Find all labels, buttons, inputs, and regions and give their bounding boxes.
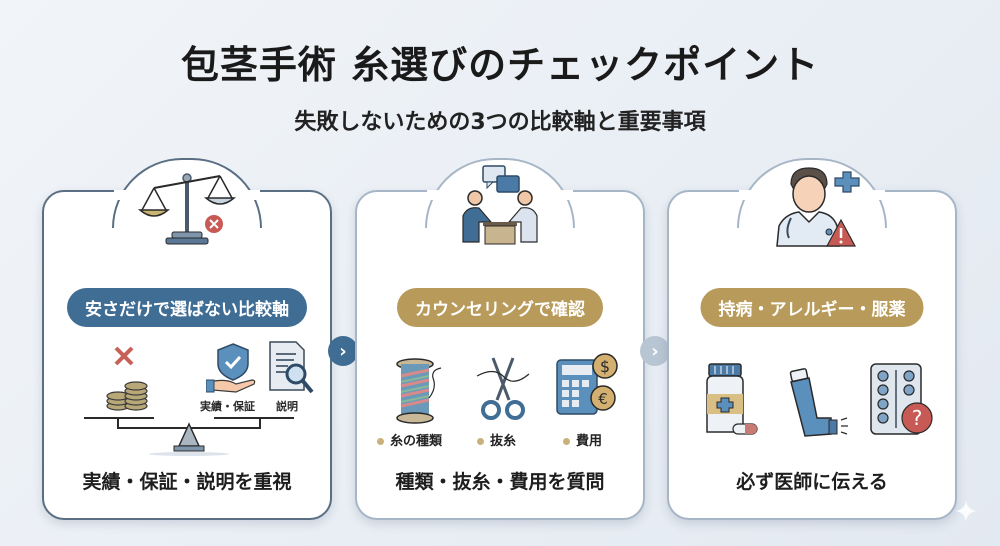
svg-text:$: $: [600, 357, 610, 376]
bullet-dot: [477, 438, 484, 445]
page-subtitle: 失敗しないための3つの比較軸と重要事項: [294, 110, 706, 135]
svg-text:€: €: [598, 390, 608, 408]
counseling-people-icon: [462, 165, 538, 245]
doctor-alert-icon: [776, 167, 860, 247]
balance-scale-with-x-icon: [137, 173, 237, 245]
label-track-record: 実績・保証: [200, 400, 255, 413]
card-summary: 種類・抜糸・費用を質問: [395, 471, 605, 493]
item-label: 糸の種類: [390, 434, 443, 449]
chevron-right-icon: ›: [640, 336, 670, 366]
scissors-thread-icon: [476, 357, 530, 420]
coins-with-x-icon: [106, 346, 148, 411]
card-counseling: カウンセリングで確認 $ € 糸の種類 抜糸 費用 種類・抜糸・: [355, 158, 645, 520]
label-explanation: 説明: [276, 400, 298, 413]
pill-label: 持病・アレルギー・服薬: [700, 288, 924, 327]
seesaw-base-icon: [84, 417, 294, 456]
page-title: 包茎手術 糸選びのチェックポイント: [180, 43, 820, 87]
item-label: 抜糸: [490, 434, 517, 449]
calculator-coins-icon: $ €: [556, 353, 618, 415]
thread-spool-icon: [396, 358, 442, 424]
pill-blister-question-icon: ?: [870, 363, 933, 435]
card-medical-history: 持病・アレルギー・服薬 ? 必ず医師に伝える: [667, 158, 957, 520]
document-magnifier-icon: [269, 341, 314, 394]
item-cost: 費用: [563, 430, 602, 449]
inhaler-icon: [789, 368, 848, 437]
bullet-dot: [377, 438, 384, 445]
item-suture-removal: 抜糸: [477, 430, 516, 449]
card-summary: 実績・保証・説明を重視: [82, 471, 292, 493]
card-price-comparison: 安さだけで選ばない比較軸 実績・保証 説明: [42, 158, 332, 520]
shield-hand-check-icon: [206, 343, 256, 393]
item-label: 費用: [576, 434, 603, 449]
bullet-dot: [563, 438, 570, 445]
sparkle-icon: [955, 500, 977, 522]
chevron-right-icon: ›: [328, 336, 358, 366]
svg-text:?: ?: [912, 406, 923, 430]
medicine-bottle-icon: [706, 363, 758, 435]
pill-label: カウンセリングで確認: [397, 288, 603, 327]
item-thread-type: 糸の種類: [377, 430, 442, 449]
card-summary: 必ず医師に伝える: [736, 471, 888, 493]
pill-label: 安さだけで選ばない比較軸: [67, 288, 307, 327]
